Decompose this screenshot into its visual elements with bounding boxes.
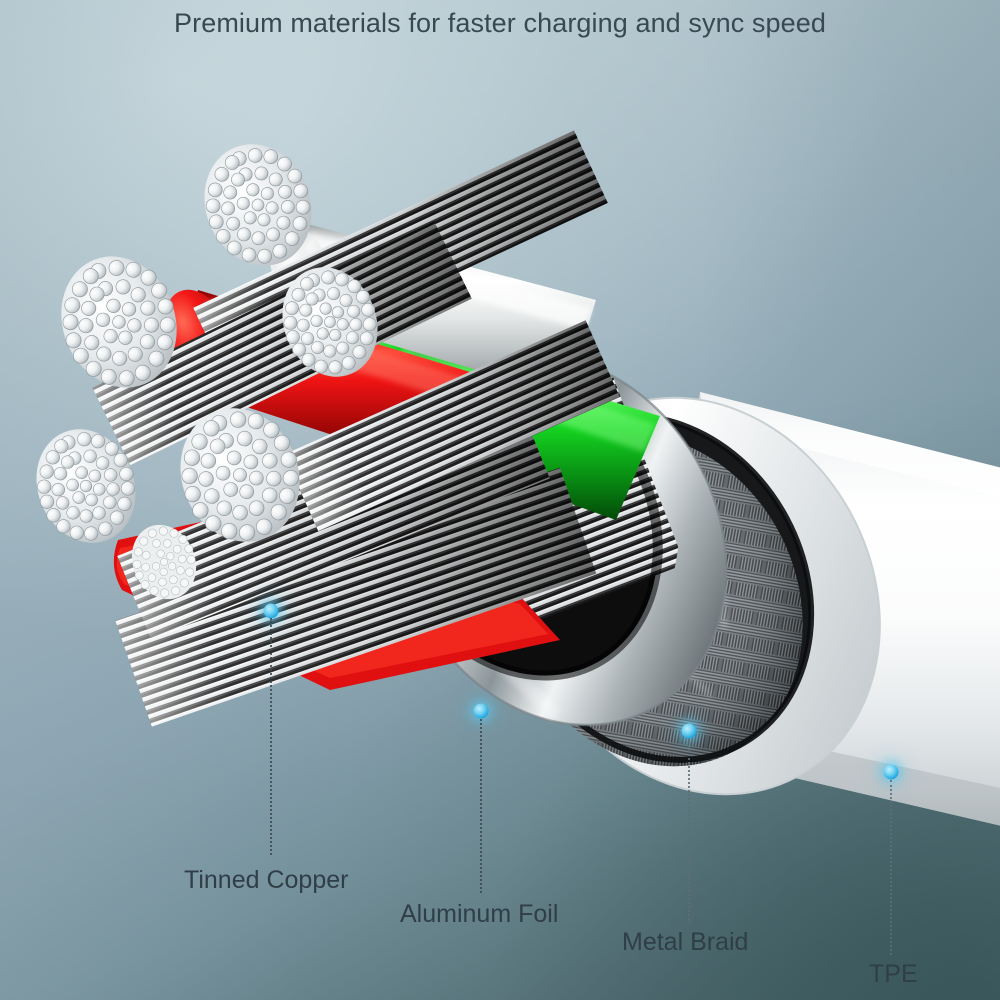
copper-strand-cap-lower-left (36, 429, 136, 543)
tinned-copper-bundle-mid (284, 320, 620, 532)
callout-label-metal-braid: Metal Braid (622, 928, 749, 956)
copper-strand-cap-middle (282, 267, 378, 377)
callout-label-tpe: TPE (869, 960, 918, 988)
callout-leader-tinned-copper (270, 618, 272, 855)
copper-strand-cap-center-lower (180, 408, 300, 542)
callout-leader-metal-braid (688, 739, 690, 923)
copper-strand-cap-drain (131, 524, 197, 600)
callout-dot-metal-braid[interactable] (681, 723, 697, 739)
callout-dot-aluminum-foil[interactable] (473, 703, 489, 719)
callout-dot-tinned-copper[interactable] (263, 603, 279, 619)
callout-dot-tpe[interactable] (883, 764, 899, 780)
callout-leader-tpe (890, 780, 892, 955)
callout-label-tinned-copper: Tinned Copper (184, 866, 349, 894)
copper-strand-cap-top (204, 144, 312, 266)
callout-label-aluminum-foil: Aluminum Foil (400, 900, 559, 928)
page-title: Premium materials for faster charging an… (174, 8, 826, 38)
callout-leader-aluminum-foil (480, 719, 482, 893)
copper-strand-cap-upper-left (61, 256, 177, 388)
